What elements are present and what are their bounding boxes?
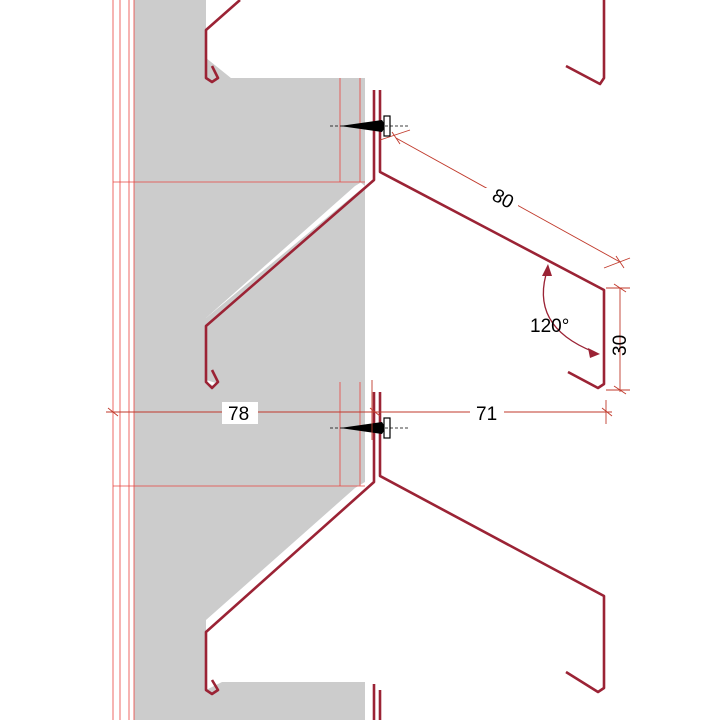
wall-segment-main xyxy=(134,0,365,720)
angle-indicator xyxy=(542,264,600,358)
profile-left-top xyxy=(204,0,241,84)
profile-left-lower xyxy=(204,392,376,696)
profile-top-stub xyxy=(372,684,382,720)
profile-right-lower xyxy=(378,392,606,694)
fastener-lower xyxy=(330,417,410,439)
wall-substrate xyxy=(134,0,365,720)
construction-guides xyxy=(112,0,365,720)
profile-left-middle xyxy=(204,90,376,390)
dimension-label-projection: 71 xyxy=(476,404,497,425)
dimension-label-wall-offset: 78 xyxy=(228,404,249,425)
profile-right-top xyxy=(565,0,606,86)
dimension-label-angle: 120° xyxy=(530,316,569,337)
dimension-label-lip: 30 xyxy=(610,335,631,356)
profile-right-middle xyxy=(378,90,606,390)
fastener-upper xyxy=(330,115,410,137)
cladding-profiles xyxy=(204,0,606,720)
